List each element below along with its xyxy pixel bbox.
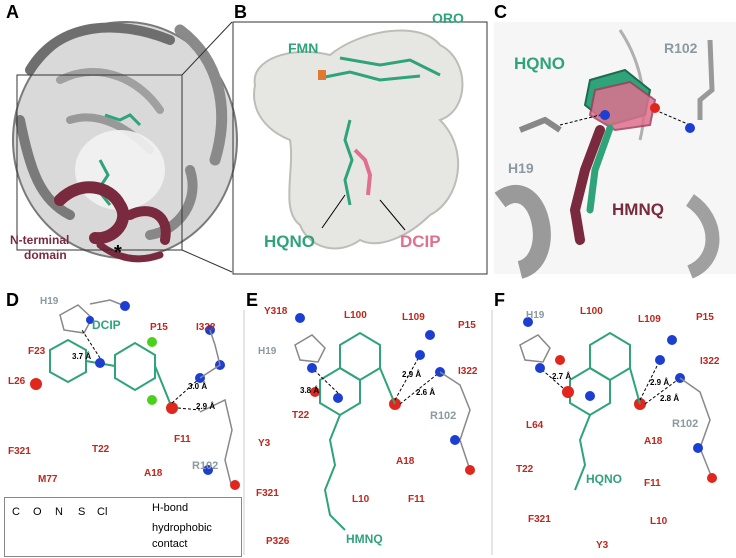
- e-residue-l10: L10: [352, 494, 370, 505]
- f-residue-h19: H19: [526, 310, 545, 321]
- legend-atom-n: N: [55, 506, 63, 518]
- d-distance-1: 3.7 Å: [72, 352, 92, 361]
- d-residue-a18: A18: [144, 468, 163, 479]
- e-residue-y3: Y3: [258, 438, 271, 449]
- legend-atom-o: O: [33, 506, 42, 518]
- f-residue-l109: L109: [638, 314, 661, 325]
- d-distance-3: 2.9 Å: [196, 402, 216, 411]
- f-residue-i322: I322: [700, 356, 720, 367]
- f-ligand-label: HQNO: [586, 472, 622, 486]
- f-residue-l100: L100: [580, 306, 603, 317]
- panel-letter-d: D: [6, 290, 19, 310]
- f-residue-a18: A18: [644, 436, 663, 447]
- e-residue-i322: I322: [458, 366, 478, 377]
- panel-letter-e: E: [246, 290, 259, 310]
- panel-e-diagram: [294, 310, 493, 555]
- dcip-label-b: DCIP: [400, 232, 441, 251]
- legend-atom-cl: Cl: [97, 506, 108, 518]
- e-ligand-label: HMNQ: [346, 532, 383, 546]
- panel-f-diagram: [519, 317, 717, 491]
- panel-letter-b: B: [234, 2, 247, 22]
- panel-letter-c: C: [494, 2, 507, 22]
- e-residue-r102: R102: [430, 410, 457, 422]
- e-residue-y318: Y318: [264, 306, 288, 317]
- e-residue-h19: H19: [258, 346, 277, 357]
- d-residue-m77: M77: [38, 474, 58, 485]
- legend-atom-c: C: [12, 506, 20, 518]
- e-residue-p326: P326: [266, 536, 290, 547]
- d-residue-i322: I322: [196, 322, 216, 333]
- panel-c-overlay: [494, 22, 736, 279]
- e-residue-p15: P15: [458, 320, 476, 331]
- d-residue-p15: P15: [150, 322, 168, 333]
- f-residue-l10: L10: [650, 516, 668, 527]
- e-distance-2: 2.9 Å: [402, 370, 422, 379]
- oro-label: ORO: [432, 10, 464, 26]
- f-residue-p15: P15: [696, 312, 714, 323]
- f-residue-t22: T22: [516, 464, 534, 475]
- d-ligand-label: DCIP: [92, 318, 121, 332]
- panel-letter-a: A: [6, 2, 19, 22]
- e-residue-l100: L100: [344, 310, 367, 321]
- panel-b-surface: [232, 21, 488, 275]
- d-residue-f11: F11: [174, 434, 191, 445]
- d-residue-l26: L26: [8, 376, 26, 387]
- panel-letter-f: F: [494, 290, 505, 310]
- f-distance-1: 2.7 Å: [552, 372, 572, 381]
- asterisk-marker: *: [114, 242, 122, 264]
- d-residue-h19: H19: [40, 296, 59, 307]
- f-residue-l64: L64: [526, 420, 544, 431]
- panel-a-protein: [12, 21, 238, 273]
- f-residue-f11: F11: [644, 478, 661, 489]
- f-residue-y3: Y3: [596, 540, 609, 551]
- nterm-label-line2: domain: [24, 248, 67, 262]
- f-distance-2: 2.9 Å: [650, 378, 670, 387]
- hqno-label-c: HQNO: [514, 54, 565, 73]
- hmnq-label-c: HMNQ: [612, 200, 664, 219]
- d-distance-2: 3.0 Å: [188, 382, 208, 391]
- e-residue-f321: F321: [256, 488, 279, 499]
- f-residue-f321: F321: [528, 514, 551, 525]
- legend-atom-s: S: [78, 506, 86, 518]
- legend-box: [4, 497, 242, 557]
- legend-hbond: H-bond: [152, 502, 189, 514]
- legend-hydrophobic-line2: contact: [152, 538, 188, 550]
- h19-label-c: H19: [508, 160, 534, 176]
- d-residue-f321: F321: [8, 446, 31, 457]
- f-residue-r102: R102: [672, 418, 699, 430]
- panel-d-diagram: [30, 299, 245, 555]
- r102-label-c: R102: [664, 40, 698, 56]
- e-residue-t22: T22: [292, 410, 310, 421]
- d-residue-t22: T22: [92, 444, 110, 455]
- nterm-label-line1: N-terminal: [10, 233, 70, 247]
- f-distance-3: 2.8 Å: [660, 394, 680, 403]
- hqno-label-b: HQNO: [264, 232, 315, 251]
- d-residue-r102: R102: [192, 460, 219, 472]
- e-residue-a18: A18: [396, 456, 415, 467]
- legend-hydrophobic-line1: hydrophobic: [152, 522, 212, 534]
- e-residue-l109: L109: [402, 312, 425, 323]
- fmn-label: FMN: [288, 40, 319, 56]
- e-distance-3: 2.6 Å: [416, 388, 436, 397]
- e-distance-1: 3.8 Å: [300, 386, 320, 395]
- d-residue-f23: F23: [28, 346, 46, 357]
- e-residue-f11: F11: [408, 494, 425, 505]
